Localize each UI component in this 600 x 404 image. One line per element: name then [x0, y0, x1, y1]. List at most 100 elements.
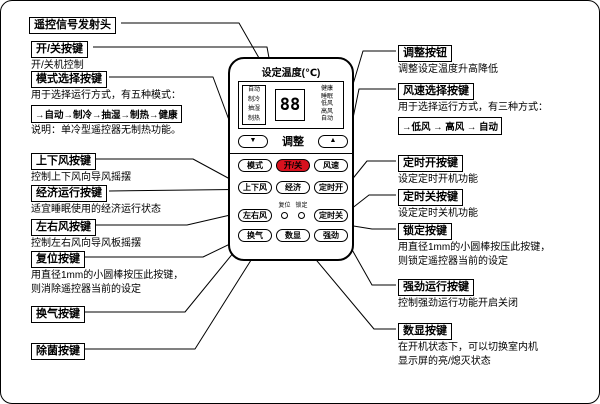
- annotation-title: 复位按键: [31, 251, 85, 268]
- lock-group: 锁定: [295, 203, 308, 219]
- annotation-desc: 用于选择运行方式，有五种模式：: [31, 90, 181, 101]
- annotation-power: 开/关按键 开/关机控制: [31, 39, 89, 72]
- annotation-title: 模式选择按键: [31, 71, 107, 88]
- annotation-title: 锁定按键: [398, 223, 452, 240]
- annotation-fan-select: 风速选择按键 用于选择运行方式，有三种方式： →低风 → 高风 → 自动: [398, 81, 548, 135]
- annotation-desc: 适宜睡眠使用的经济运行状态: [31, 204, 161, 215]
- mode-indicator: 抽湿: [247, 106, 260, 112]
- turbo-button[interactable]: 强劲: [314, 229, 348, 242]
- remote-control: 设定温度(℃) 自动 制冷 抽湿 制热 88 健康 睡眠 低风 高风 自动 ▼ …: [228, 57, 354, 261]
- leader-line: [91, 212, 240, 226]
- annotation-title: 经济运行按键: [31, 185, 107, 202]
- annotation-title: 换气按键: [31, 306, 85, 323]
- annotation-desc: 显示屏的亮/熄灭状态: [398, 356, 491, 367]
- leader-line: [91, 158, 242, 186]
- status-indicator: 自动: [320, 116, 333, 123]
- annotation-timer-on: 定时开按键 设定定时开机功能: [398, 153, 478, 186]
- annotation-desc: 则消除遥控器当前的设定: [31, 284, 141, 295]
- annotation-timer-off: 定时关按键 设定定时关机功能: [398, 187, 478, 220]
- annotation-economy: 经济运行按键 适宜睡眠使用的经济运行状态: [31, 183, 161, 216]
- annotation-title: 强劲运行按键: [398, 279, 474, 296]
- status-indicator: 健康: [320, 86, 333, 93]
- annotation-leftright-swing: 左右风按键 控制左右风向导风板摇摆: [31, 217, 141, 250]
- annotation-title: 调整按钮: [398, 45, 452, 62]
- annotation-digit-display: 数显按键 在开机状态下，可以切换室内机 显示屏的亮/熄灭状态: [398, 321, 538, 368]
- mode-button[interactable]: 模式: [238, 159, 272, 172]
- annotation-mode-select: 模式选择按键 用于选择运行方式，有五种模式： →自动→制冷→抽湿→制热→健康: [31, 69, 182, 123]
- reset-group: 复位: [278, 203, 291, 219]
- annotation-desc: 设定定时开机功能: [398, 174, 478, 185]
- leader-line: [81, 256, 254, 350]
- recessed-button-group: 复位 锁定: [276, 203, 310, 219]
- mode-indicator-list: 自动 制冷 抽湿 制热: [242, 85, 266, 125]
- annotation-reset: 复位按键 用直径1mm的小圆棒按压此按键， 则消除遥控器当前的设定: [31, 249, 183, 296]
- mode-indicator: 制冷: [247, 96, 260, 103]
- status-indicator-list: 健康 睡眠 低风 高风 自动: [314, 86, 340, 124]
- annotation-turbo: 强劲运行按键 控制强劲运行功能开启关闭: [398, 277, 518, 310]
- annotation-title: 除菌按键: [31, 343, 85, 360]
- divider: [230, 153, 352, 154]
- button-row-2: 上下风 经济 定时开: [238, 181, 348, 194]
- button-row-1: 模式 开/关 风速: [238, 159, 348, 172]
- leftright-swing-button[interactable]: 左右风: [238, 209, 272, 222]
- adjust-down-button[interactable]: ▼: [238, 134, 268, 148]
- leader-line: [301, 242, 396, 330]
- annotation-desc: 控制强劲运行功能开启关闭: [398, 298, 518, 309]
- annotation-desc: 调整设定温度升高降低: [398, 64, 498, 75]
- timer-off-button[interactable]: 定时关: [314, 209, 348, 222]
- digit-display-button[interactable]: 数显: [276, 229, 310, 242]
- updown-swing-button[interactable]: 上下风: [238, 181, 272, 194]
- annotation-desc: 在开机状态下，可以切换室内机: [398, 342, 538, 353]
- lock-button[interactable]: [297, 212, 305, 219]
- status-indicator: 低风: [320, 101, 333, 108]
- annotation-desc: 用直径1mm的小圆棒按压此按键，: [398, 242, 551, 253]
- annotation-title: 开/关按键: [31, 41, 89, 58]
- adjust-label: 调整: [282, 136, 304, 148]
- annotation-updown-swing: 上下风按键 控制上下风向导风摇摆: [31, 151, 131, 184]
- annotation-desc: 则锁定遥控器当前的设定: [398, 256, 508, 267]
- mode-sequence-box: →自动→制冷→抽湿→制热→健康: [31, 105, 182, 123]
- power-button[interactable]: 开/关: [276, 159, 310, 172]
- timer-on-button[interactable]: 定时开: [314, 181, 348, 194]
- annotation-desc: 开/关机控制: [31, 60, 84, 71]
- fan-sequence-box: →低风 → 高风 → 自动: [398, 117, 503, 135]
- annotation-title: 数显按键: [398, 323, 452, 340]
- economy-button[interactable]: 经济: [276, 181, 310, 194]
- mode-indicator: 制热: [247, 115, 260, 122]
- annotation-sterilize: 除菌按键: [31, 341, 85, 360]
- annotation-desc: 用直径1mm的小圆棒按压此按键，: [31, 270, 184, 281]
- adjust-row: ▼ 调整 ▲: [238, 133, 348, 149]
- leader-line: [121, 22, 260, 59]
- adjust-up-button[interactable]: ▲: [318, 134, 348, 148]
- status-indicator: 睡眠: [320, 93, 333, 100]
- status-indicator: 高风: [320, 108, 333, 115]
- annotation-adjust: 调整按钮 调整设定温度升高降低: [398, 43, 498, 76]
- annotation-signal-emitter: 遥控信号发射头: [29, 15, 116, 34]
- annotation-title: 风速选择按键: [398, 83, 474, 100]
- annotation-title: 左右风按键: [31, 219, 96, 236]
- leader-line: [81, 240, 244, 313]
- button-row-4: 换气 数显 强劲: [238, 229, 348, 242]
- annotation-title: 定时开按键: [398, 155, 463, 172]
- lcd-display: 自动 制冷 抽湿 制热 88 健康 睡眠 低风 高风 自动: [238, 81, 344, 129]
- ventilation-button[interactable]: 换气: [238, 229, 272, 242]
- annotation-title: 上下风按键: [31, 153, 96, 170]
- annotation-lock: 锁定按键 用直径1mm的小圆棒按压此按键， 则锁定遥控器当前的设定: [398, 221, 550, 268]
- leader-line: [345, 238, 396, 286]
- reset-button[interactable]: [280, 212, 288, 219]
- annotation-title: 定时关按键: [398, 189, 463, 206]
- annotation-desc: 控制左右风向导风板摇摆: [31, 238, 141, 249]
- mode-indicator: 自动: [247, 87, 260, 93]
- reset-label: 复位: [278, 203, 291, 209]
- cooling-only-note: 说明：单冷型遥控器无制热功能。: [31, 125, 181, 136]
- set-temp-label: 设定温度(℃): [261, 68, 321, 79]
- annotation-desc: 设定定时关机功能: [398, 208, 478, 219]
- button-row-3: 左右风 复位 锁定 定时关: [238, 203, 348, 222]
- annotation-desc: 用于选择运行方式，有三种方式：: [398, 102, 548, 113]
- fan-speed-button[interactable]: 风速: [314, 159, 348, 172]
- annotation-desc: 控制上下风向导风摇摆: [31, 172, 131, 183]
- temperature-digits: 88: [275, 89, 305, 121]
- annotation-title: 遥控信号发射头: [29, 17, 116, 34]
- annotation-ventilation: 换气按键: [31, 304, 85, 323]
